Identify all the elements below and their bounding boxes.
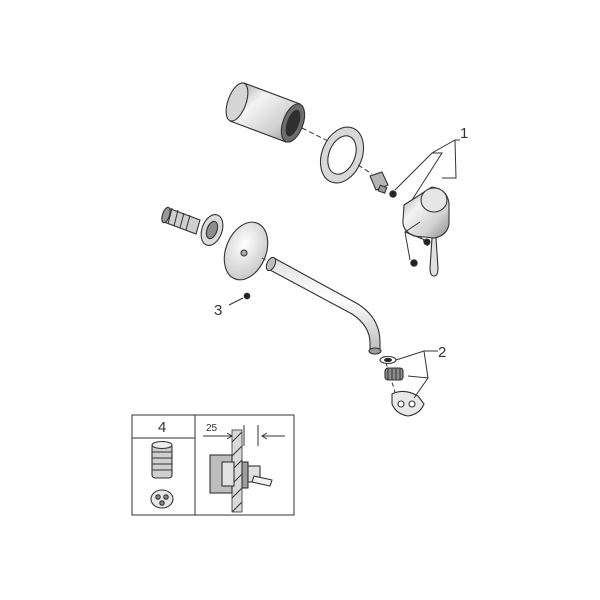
inset-part-number: 4 — [158, 419, 166, 436]
callout-3-label: 3 — [214, 302, 222, 319]
handle-cap-screw — [410, 259, 418, 267]
flange-ring-upper — [319, 126, 365, 184]
dimension-lines — [203, 425, 285, 446]
callout-2-label: 2 — [438, 344, 446, 361]
grub-screw — [243, 292, 251, 300]
callout-1-label: 1 — [460, 125, 468, 142]
assembly-axis-line — [357, 164, 373, 175]
threaded-inlet — [161, 206, 224, 246]
callout-2-leaders — [395, 350, 438, 399]
lever-handle — [402, 186, 450, 277]
cartridge-nut — [369, 171, 389, 194]
concealed-body — [209, 454, 273, 494]
wall-sleeve-cylinder — [225, 82, 306, 143]
dimension-label: 25 — [206, 423, 218, 434]
callout-1-leaders — [394, 139, 460, 261]
aerator-gasket — [379, 355, 397, 365]
cover-rosette — [223, 221, 269, 281]
handle-set-screw — [423, 238, 431, 246]
callout-3-leader — [228, 297, 244, 306]
spout — [265, 256, 382, 355]
aerator-part-4-base — [150, 489, 174, 509]
aerator-part-4 — [151, 440, 173, 479]
set-screw-small — [389, 190, 397, 198]
aerator-key-tool — [391, 390, 425, 417]
aerator-insert — [384, 367, 404, 381]
assembly-axis-line — [301, 127, 331, 143]
